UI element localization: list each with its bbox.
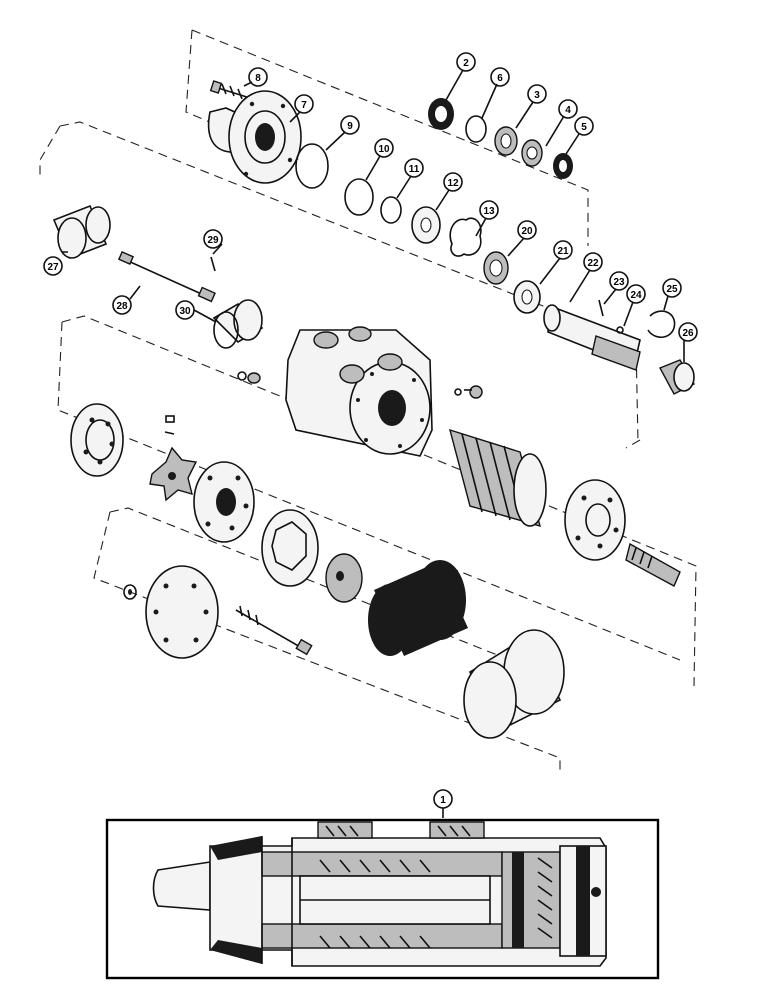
part-end-cap xyxy=(145,565,219,659)
part-end-plate xyxy=(564,479,626,561)
part-gerotor-ring xyxy=(261,509,319,587)
part-check-valve-right xyxy=(454,385,483,399)
part-washer-small xyxy=(123,584,137,600)
part-13-spring-washer xyxy=(449,217,482,257)
part-3-bushing xyxy=(494,126,518,156)
callout-label-25: 25 xyxy=(666,284,678,295)
part-2-seal xyxy=(428,98,454,130)
callout-24: 24 xyxy=(626,284,646,304)
callout-25: 25 xyxy=(662,278,682,298)
callout-7: 7 xyxy=(294,94,314,114)
part-drive-star xyxy=(149,446,198,502)
leader-lines xyxy=(62,69,685,818)
callout-10: 10 xyxy=(374,138,394,158)
part-outer-sleeve-light xyxy=(463,629,565,739)
callout-28: 28 xyxy=(112,295,132,315)
part-22-spool-shaft xyxy=(543,304,641,371)
part-29-pin xyxy=(210,256,216,272)
part-7-flange-housing xyxy=(207,90,302,184)
callout-label-3: 3 xyxy=(534,90,540,101)
part-check-valve-left xyxy=(237,371,261,384)
part-6-ring xyxy=(465,115,487,143)
inset-cutaway-view xyxy=(105,818,660,980)
callout-29: 29 xyxy=(203,229,223,249)
callout-label-21: 21 xyxy=(557,246,569,257)
callout-label-10: 10 xyxy=(378,144,390,155)
callout-label-6: 6 xyxy=(497,73,503,84)
part-25-retaining-ring xyxy=(647,310,676,339)
part-21-washer xyxy=(513,280,541,314)
callout-label-12: 12 xyxy=(447,178,459,189)
callout-label-24: 24 xyxy=(630,290,642,301)
callout-2: 2 xyxy=(456,52,476,72)
part-30-bushing xyxy=(212,299,264,349)
callout-label-9: 9 xyxy=(347,121,353,132)
boundary-shaft-group xyxy=(39,121,641,449)
callout-9: 9 xyxy=(340,115,360,135)
part-5-seal xyxy=(553,153,573,179)
part-spacer-plate-left xyxy=(70,403,124,477)
callout-label-8: 8 xyxy=(255,73,261,84)
callout-label-28: 28 xyxy=(116,301,128,312)
callout-label-11: 11 xyxy=(409,164,420,175)
part-gerotor-rotor xyxy=(325,553,363,603)
callout-label-13: 13 xyxy=(483,206,495,217)
part-8-cap-screw xyxy=(209,80,251,100)
callout-8: 8 xyxy=(248,67,268,87)
part-spool-sleeve xyxy=(449,428,547,528)
callout-6: 6 xyxy=(490,67,510,87)
callout-12: 12 xyxy=(443,172,463,192)
part-valve-housing xyxy=(285,326,433,457)
callout-3: 3 xyxy=(527,84,547,104)
callout-20: 20 xyxy=(517,220,537,240)
part-tie-bolt xyxy=(235,605,313,656)
part-11-snap-ring xyxy=(380,196,402,224)
part-manifold-plate xyxy=(193,461,255,543)
callout-label-29: 29 xyxy=(207,235,219,246)
callout-label-1: 1 xyxy=(440,795,446,806)
callout-13: 13 xyxy=(479,200,499,220)
part-24-ball xyxy=(616,326,624,334)
callout-label-2: 2 xyxy=(463,58,469,69)
part-10-ring xyxy=(344,178,374,216)
callout-label-27: 27 xyxy=(47,262,59,273)
callout-label-30: 30 xyxy=(179,306,191,317)
part-outer-sleeve-dark xyxy=(368,560,468,656)
callout-30: 30 xyxy=(175,300,195,320)
part-drive-shaft xyxy=(625,542,681,587)
part-27-sleeve xyxy=(52,204,111,260)
callout-label-26: 26 xyxy=(682,328,694,339)
callout-21: 21 xyxy=(553,240,573,260)
callouts: 1 2 3 4 5 6 7 8 9 10 11 12 13 20 21 22 2… xyxy=(43,52,698,809)
callout-22: 22 xyxy=(583,252,603,272)
part-23-pin xyxy=(598,299,604,317)
callout-5: 5 xyxy=(574,116,594,136)
callout-label-22: 22 xyxy=(587,258,599,269)
callout-4: 4 xyxy=(558,99,578,119)
callout-label-20: 20 xyxy=(521,226,533,237)
part-20-thrust-bearing xyxy=(483,251,509,285)
callout-23: 23 xyxy=(609,271,629,291)
callout-label-4: 4 xyxy=(565,105,571,116)
part-26-spline-coupling xyxy=(659,359,695,395)
callout-27: 27 xyxy=(43,256,63,276)
callout-26: 26 xyxy=(678,322,698,342)
part-12-washer xyxy=(411,206,441,244)
callout-1: 1 xyxy=(433,789,453,809)
callout-label-5: 5 xyxy=(581,122,587,133)
boundary-upper-group xyxy=(185,29,589,246)
callout-label-7: 7 xyxy=(301,100,307,111)
callout-11: 11 xyxy=(404,158,424,178)
part-28-drive-pin xyxy=(117,250,216,303)
part-9-o-ring xyxy=(295,143,329,189)
callout-label-23: 23 xyxy=(613,277,625,288)
part-4-washer xyxy=(521,139,543,167)
part-small-pin xyxy=(164,415,175,435)
